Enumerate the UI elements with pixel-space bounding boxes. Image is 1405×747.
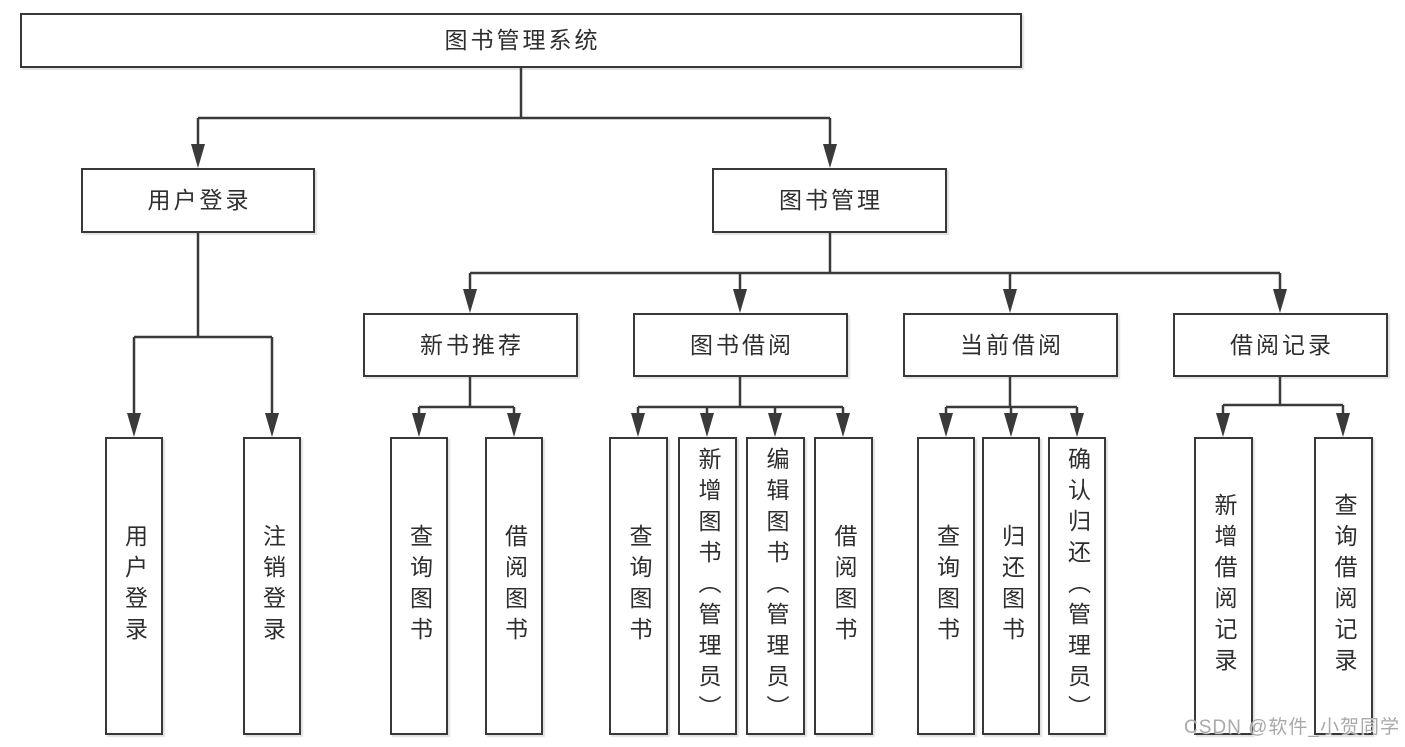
leaf-user-login: 用户登录 bbox=[105, 437, 163, 735]
leaf-query-books-recommend: 查询图书 bbox=[390, 437, 448, 735]
leaf-borrow-books: 借阅图书 bbox=[814, 437, 873, 735]
leaf-query-books-current: 查询图书 bbox=[917, 437, 975, 735]
leaf-logout: 注销登录 bbox=[243, 437, 301, 735]
arrowheads bbox=[127, 144, 1350, 437]
leaf-return-books: 归还图书 bbox=[982, 437, 1040, 735]
node-library-system: 图书管理系统 bbox=[20, 13, 1022, 68]
leaf-add-books-admin: 新增图书（管理员） bbox=[678, 437, 737, 735]
leaf-confirm-return-admin: 确认归还（管理员） bbox=[1048, 437, 1106, 735]
csdn-watermark: CSDN @软件_小贺同学 bbox=[1184, 717, 1400, 738]
leaf-query-books-borrow: 查询图书 bbox=[609, 437, 668, 735]
leaf-query-borrow-record: 查询借阅记录 bbox=[1314, 437, 1373, 735]
node-borrow-records: 借阅记录 bbox=[1173, 313, 1388, 377]
node-new-book-recommend: 新书推荐 bbox=[363, 313, 578, 377]
node-book-management: 图书管理 bbox=[712, 168, 947, 233]
leaf-borrow-books-recommend: 借阅图书 bbox=[485, 437, 543, 735]
node-book-borrow: 图书借阅 bbox=[633, 313, 848, 377]
leaf-add-borrow-record: 新增借阅记录 bbox=[1194, 437, 1253, 735]
node-current-borrow: 当前借阅 bbox=[903, 313, 1118, 377]
leaf-edit-books-admin: 编辑图书（管理员） bbox=[746, 437, 805, 735]
node-user-login: 用户登录 bbox=[81, 168, 315, 233]
